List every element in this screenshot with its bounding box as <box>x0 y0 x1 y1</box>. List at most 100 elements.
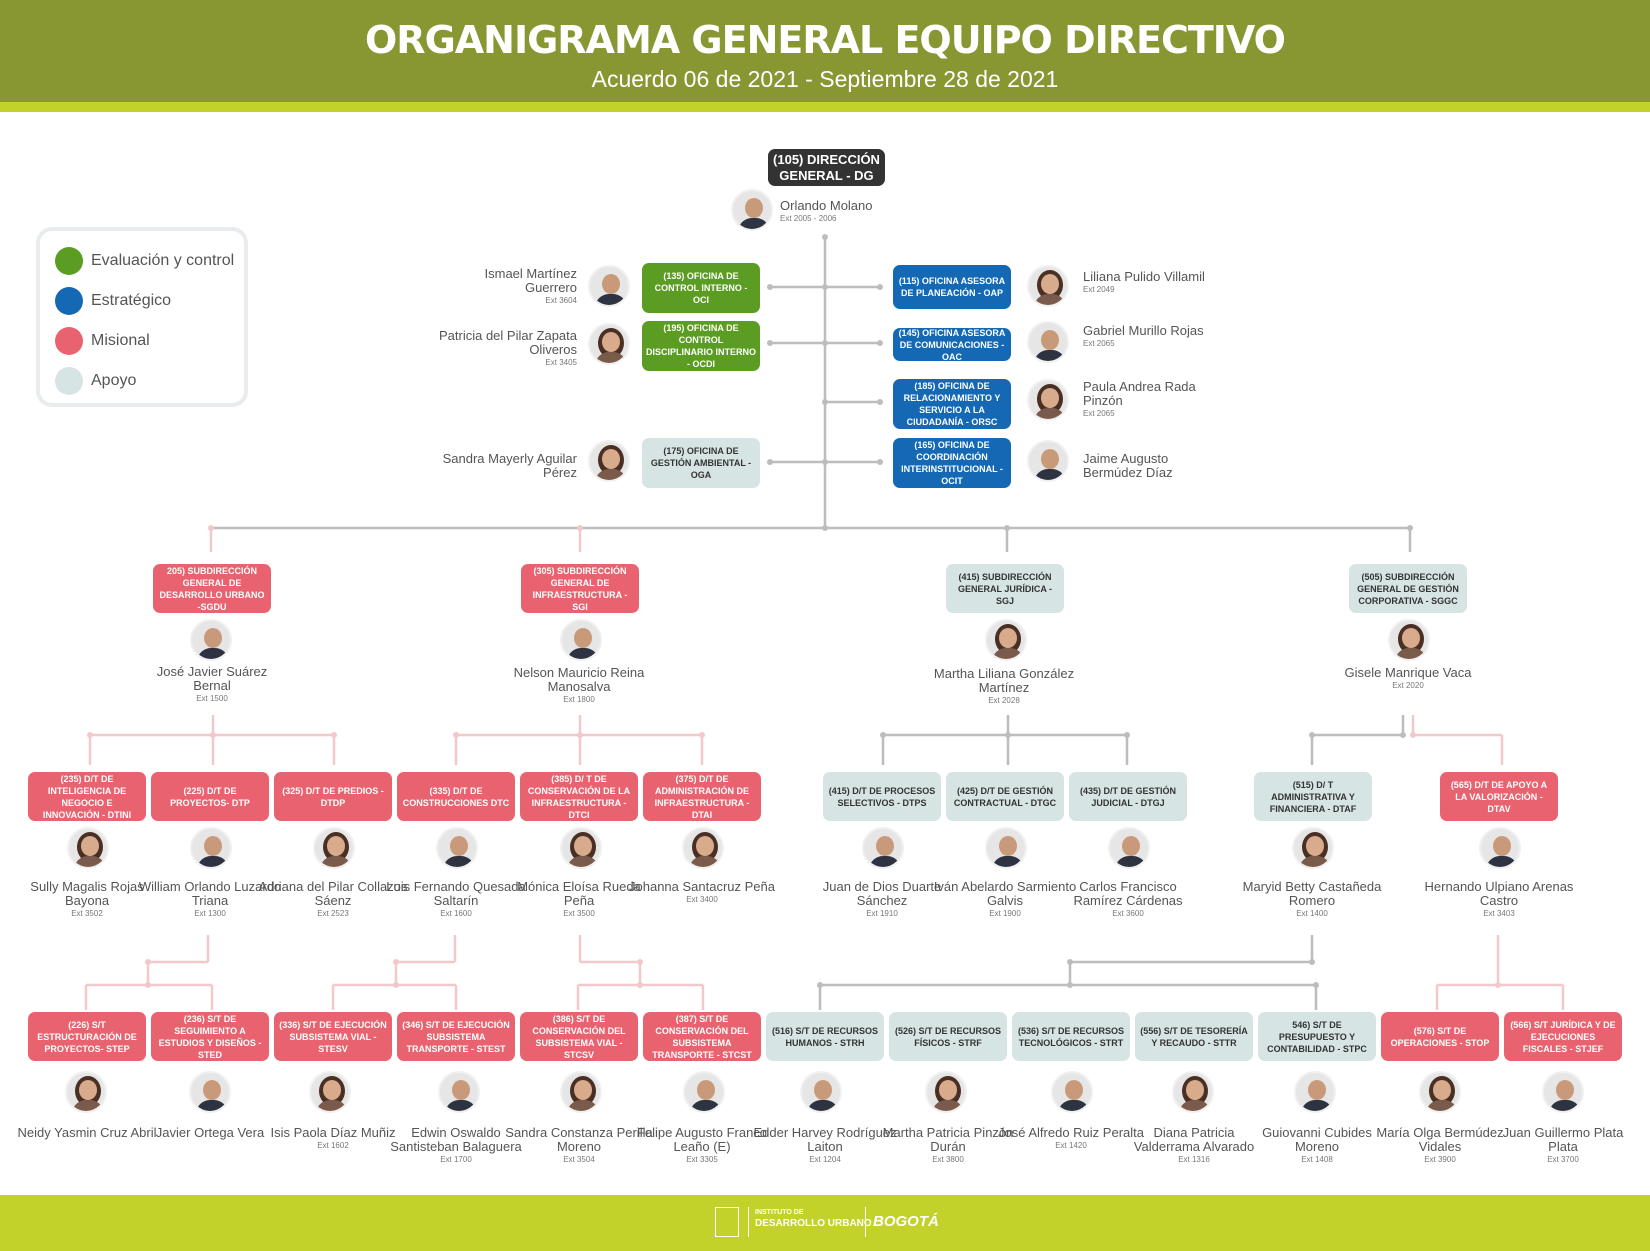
logo-text: DESARROLLO URBANO <box>755 1218 872 1229</box>
shield-icon <box>715 1207 739 1237</box>
unit-box: (135) OFICINA DE CONTROL INTERNO - OCI <box>642 263 760 313</box>
avatar <box>588 323 630 365</box>
header-banner: ORGANIGRAMA GENERAL EQUIPO DIRECTIVO Acu… <box>0 0 1650 102</box>
idu-bogota-logo: INSTITUTO DE DESARROLLO URBANO BOGOTÁ <box>715 1205 939 1243</box>
avatar <box>588 265 630 307</box>
avatar <box>985 619 1027 661</box>
unit-box: 205) SUBDIRECCIÓN GENERAL DE DESARROLLO … <box>153 564 271 613</box>
avatar <box>438 1071 480 1113</box>
avatar <box>925 1071 967 1113</box>
avatar <box>1294 1071 1336 1113</box>
unit-box: (387) S/T DE CONSERVACIÓN DEL SUBSISTEMA… <box>643 1012 761 1061</box>
avatar <box>190 619 232 661</box>
divider <box>748 1207 749 1237</box>
unit-box: (415) SUBDIRECCIÓN GENERAL JURÍDICA - SG… <box>946 564 1064 613</box>
avatar <box>309 1071 351 1113</box>
unit-box: (236) S/T DE SEGUIMIENTO A ESTUDIOS Y DI… <box>151 1012 269 1061</box>
legend-label: Apoyo <box>91 372 137 389</box>
avatar <box>683 1071 725 1113</box>
unit-box: (435) D/T DE GESTIÓN JUDICIAL - DTGJ <box>1069 772 1187 821</box>
avatar <box>682 827 724 869</box>
avatar <box>1027 321 1069 363</box>
unit-box: (515) D/ T ADMINISTRATIVA Y FINANCIERA -… <box>1254 772 1372 821</box>
avatar <box>1027 440 1069 482</box>
unit-box: (145) OFICINA ASESORA DE COMUNICACIONES … <box>893 328 1011 362</box>
avatar <box>313 827 355 869</box>
avatar <box>1419 1071 1461 1113</box>
avatar <box>560 1071 602 1113</box>
unit-box: (536) S/T DE RECURSOS TECNOLÓGICOS - STR… <box>1012 1012 1130 1061</box>
unit-box: (425) D/T DE GESTIÓN CONTRACTUAL - DTGC <box>946 772 1064 821</box>
avatar <box>1542 1071 1584 1113</box>
unit-box: (415) D/T DE PROCESOS SELECTIVOS - DTPS <box>823 772 941 821</box>
avatar <box>1292 827 1334 869</box>
avatar <box>1388 619 1430 661</box>
avatar <box>1027 379 1069 421</box>
avatar <box>436 827 478 869</box>
footer-bar <box>0 1195 1650 1251</box>
avatar <box>985 827 1027 869</box>
header-strip <box>0 102 1650 112</box>
legend-label: Evaluación y control <box>91 252 235 269</box>
unit-box: (335) D/T DE CONSTRUCCIONES DTC <box>397 772 515 821</box>
unit-box: (235) D/T DE INTELIGENCIA DE NEGOCIO E I… <box>28 772 146 821</box>
avatar <box>189 1071 231 1113</box>
green-dot-icon <box>55 247 83 275</box>
avatar <box>731 189 773 231</box>
avatar <box>862 827 904 869</box>
person-name: Sandra Mayerly Aguilar Pérez <box>442 451 577 480</box>
blue-dot-icon <box>55 287 83 315</box>
unit-box: (565) D/T DE APOYO A LA VALORIZACIÓN - D… <box>1440 772 1558 821</box>
unit-box: (195) OFICINA DE CONTROL DISCIPLINARIO I… <box>642 321 760 371</box>
avatar <box>560 619 602 661</box>
unit-box: (386) S/T DE CONSERVACIÓN DEL SUBSISTEMA… <box>520 1012 638 1061</box>
legend-item: Estratégico <box>55 287 171 315</box>
avatar <box>1108 827 1150 869</box>
avatar <box>560 827 602 869</box>
grey-dot-icon <box>55 367 83 395</box>
unit-box: (346) S/T DE EJECUCIÓN SUBSISTEMA TRANSP… <box>397 1012 515 1061</box>
person-name: Javier Ortega Vera <box>155 1125 265 1140</box>
unit-box-dg: (105) DIRECCIÓN GENERAL - DG <box>768 149 885 186</box>
person-name: Neidy Yasmin Cruz Abril <box>17 1125 157 1140</box>
person-name: Jaime Augusto Bermúdez Díaz <box>1083 451 1173 480</box>
unit-box: (175) OFICINA DE GESTIÓN AMBIENTAL - OGA <box>642 438 760 488</box>
legend-item: Evaluación y control <box>55 247 234 275</box>
unit-box: (526) S/T DE RECURSOS FÍSICOS - STRF <box>889 1012 1007 1061</box>
page-subtitle: Acuerdo 06 de 2021 - Septiembre 28 de 20… <box>591 66 1059 92</box>
unit-box: (336) S/T DE EJECUCIÓN SUBSISTEMA VIAL -… <box>274 1012 392 1061</box>
person-name: Felipe Augusto Franco Leaño (E)Ext 3305 <box>636 1125 768 1165</box>
page-title: ORGANIGRAMA GENERAL EQUIPO DIRECTIVO <box>365 18 1286 62</box>
avatar <box>65 1071 107 1113</box>
legend-item: Misional <box>55 327 150 355</box>
legend-label: Misional <box>91 332 150 349</box>
unit-box: (226) S/T ESTRUCTURACIÓN DE PROYECTOS- S… <box>28 1012 146 1061</box>
avatar <box>1027 265 1069 307</box>
divider <box>865 1207 866 1237</box>
legend-item: Apoyo <box>55 367 136 395</box>
unit-box: 546) S/T DE PRESUPUESTO Y CONTABILIDAD -… <box>1258 1012 1376 1061</box>
logo-text: INSTITUTO DE <box>755 1209 804 1216</box>
unit-box: (115) OFICINA ASESORA DE PLANEACIÓN - OA… <box>893 265 1011 309</box>
